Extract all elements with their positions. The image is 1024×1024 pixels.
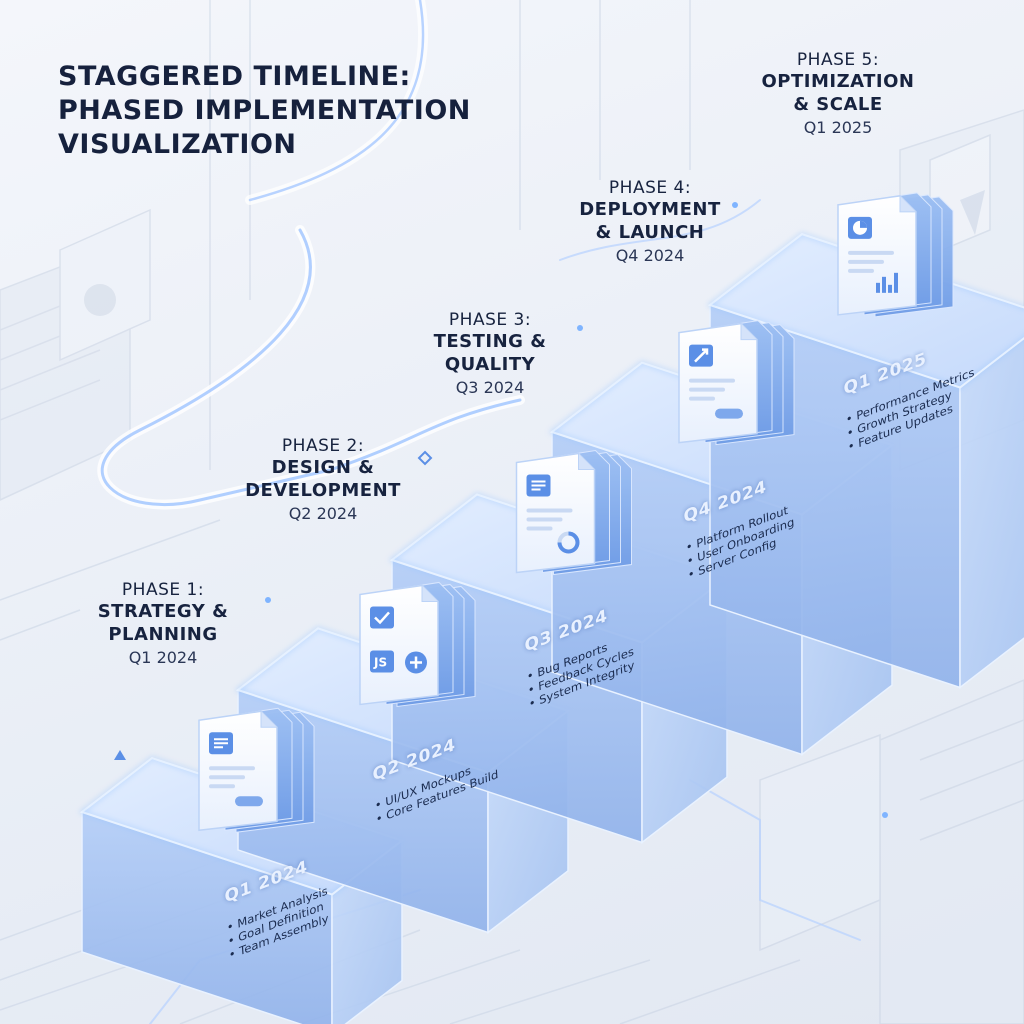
phase-3-document-stack (515, 449, 632, 576)
phase-3-date: Q3 2024 (455, 378, 525, 397)
phase-2-date: Q2 2024 (288, 504, 358, 523)
document-fold (260, 711, 277, 728)
text-line (526, 526, 553, 531)
text-line (209, 784, 235, 789)
checkbox-icon (370, 606, 394, 629)
title-line-3: VISUALIZATION (58, 129, 297, 160)
phase-3-number: PHASE 3: (448, 310, 532, 330)
text-line (689, 396, 715, 401)
phase-1-date: Q1 2024 (128, 648, 198, 667)
phase-5-date: Q1 2025 (803, 118, 873, 137)
phase-2-number: PHASE 2: (281, 436, 365, 456)
phase-4-number: PHASE 4: (608, 178, 692, 198)
document-fold (578, 453, 595, 471)
phase-1-heading: PHASE 1: STRATEGY & PLANNING Q1 2024 (43, 580, 283, 667)
bar-chart-icon (894, 272, 898, 293)
phase-2-heading: PHASE 2: DESIGN & DEVELOPMENT Q2 2024 (203, 436, 443, 523)
toggle-icon (235, 796, 263, 807)
text-line (848, 268, 874, 273)
text-line (526, 517, 563, 522)
phase-3-heading: PHASE 3: TESTING & QUALITY Q3 2024 (370, 310, 610, 397)
bar-chart-icon (882, 276, 886, 293)
bar-chart-icon (888, 284, 892, 293)
phase-5-document-stack (837, 192, 954, 318)
text-line (689, 387, 725, 392)
title-line-1: STAGGERED TIMELINE: (58, 61, 411, 92)
document-icon (198, 710, 278, 832)
phase-2-name-line-2: DEVELOPMENT (245, 480, 401, 501)
phase-5-name-line-2: & SCALE (793, 94, 883, 115)
document-icon (837, 195, 917, 316)
phase-4-name-line-1: DEPLOYMENT (579, 199, 721, 220)
phase-1-document-stack (198, 707, 315, 833)
text-line (526, 508, 573, 513)
phase-4-name-line-2: & LAUNCH (595, 222, 705, 243)
text-line (689, 378, 735, 383)
toggle-icon (715, 408, 743, 419)
text-line (209, 775, 245, 780)
sparkle-decorations (114, 202, 888, 818)
sparkle-dot (882, 812, 888, 818)
document-icon (515, 452, 596, 574)
text-line (848, 250, 894, 255)
phase-4-heading: PHASE 4: DEPLOYMENT & LAUNCH Q4 2024 (530, 178, 770, 265)
sparkle-dot (577, 325, 583, 331)
diamond-marker-icon (417, 450, 433, 466)
phase-4-document-stack (678, 320, 795, 446)
phase-1-name-line-2: PLANNING (108, 624, 218, 645)
phase-2-name-line-1: DESIGN & (271, 457, 375, 478)
phase-3-name-line-2: QUALITY (444, 354, 536, 375)
js-icon (370, 650, 394, 673)
text-line (848, 259, 884, 264)
bar-chart-icon (876, 282, 880, 293)
phase-3-name-line-1: TESTING & (433, 331, 547, 352)
text-line (209, 766, 255, 771)
phase-2-document-stack: JS (359, 581, 476, 708)
page-title: STAGGERED TIMELINE: PHASED IMPLEMENTATIO… (58, 60, 528, 162)
sparkle-dot (732, 202, 738, 208)
phase-5-number: PHASE 5: (796, 50, 880, 70)
document-fold (421, 585, 438, 602)
phase-5-name-line-1: OPTIMIZATION (761, 71, 915, 92)
document-fold (740, 323, 757, 341)
triangle-marker-icon (114, 750, 126, 760)
phase-1-name-line-1: STRATEGY & (97, 601, 229, 622)
document-icon (678, 322, 758, 444)
title-line-2: PHASED IMPLEMENTATION (58, 95, 471, 126)
document-icon (359, 584, 439, 706)
document-fold (899, 195, 916, 213)
phase-5-heading: PHASE 5: OPTIMIZATION & SCALE Q1 2025 (718, 50, 958, 137)
js-icon-label: JS (373, 655, 387, 669)
sparkle-dot (265, 597, 271, 603)
phase-4-date: Q4 2024 (615, 246, 685, 265)
phase-1-number: PHASE 1: (121, 580, 205, 600)
block-glow (706, 232, 1024, 390)
connector-paths (97, 0, 861, 1024)
